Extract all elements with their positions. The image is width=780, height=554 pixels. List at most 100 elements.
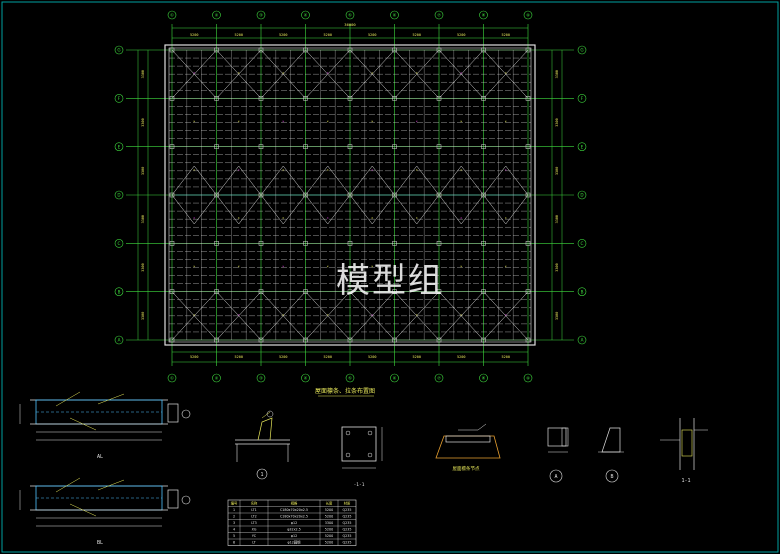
axis-top-label: ⑥	[393, 13, 397, 18]
table-cell: Q235	[343, 508, 352, 512]
purlin-tag: ×	[460, 120, 462, 124]
axis-right-circle	[577, 94, 587, 103]
left-dim: 3300	[141, 263, 145, 271]
table-cell: C180x70x20x2.5	[280, 515, 308, 519]
purlin-tag: ×	[460, 265, 462, 269]
axis-top-label: ①	[170, 13, 174, 18]
purlin-tag: ×	[327, 216, 329, 220]
brace-line	[394, 49, 440, 99]
detail-a-label: A	[554, 474, 557, 480]
axis-top-label: ④	[304, 13, 308, 18]
brace-line	[216, 291, 262, 341]
top-bay-dim: 5200	[324, 33, 332, 37]
brace-line	[438, 49, 484, 99]
column-node	[392, 241, 397, 246]
column-node	[525, 96, 531, 101]
column-node	[303, 337, 308, 343]
roof-outline	[164, 44, 536, 346]
column-node	[169, 144, 175, 149]
bottom-bay-dim: 5200	[368, 355, 376, 359]
axis-left-label: A	[118, 338, 121, 343]
column-node	[525, 47, 531, 53]
brace-line	[171, 291, 217, 341]
axis-top-label: ⑧	[482, 13, 486, 18]
right-dim: 3300	[555, 312, 559, 320]
column-node	[525, 144, 531, 149]
purlin-tag: ×	[416, 265, 418, 269]
column-node	[169, 96, 175, 101]
purlin-tag: ×	[193, 265, 195, 269]
detail-node-1-label: 1	[260, 472, 263, 478]
table-header-cell: 材质	[344, 501, 351, 506]
purlin-tag: ×	[505, 168, 507, 172]
detail-plate	[341, 426, 383, 469]
column-node	[347, 192, 353, 198]
column-node	[258, 192, 264, 198]
brace-line	[305, 49, 351, 99]
brace-line	[216, 49, 262, 99]
detail-plate-label: -1-1	[354, 482, 365, 488]
purlin-tag: ×	[505, 120, 507, 124]
purlin-tag: ×	[416, 313, 418, 317]
bottom-bay-dim: 5200	[190, 355, 198, 359]
column-node	[258, 47, 264, 53]
table-border	[227, 499, 357, 546]
column-node	[258, 337, 264, 343]
column-node	[258, 241, 264, 246]
top-total-dim: 36000	[344, 22, 356, 27]
column-node	[347, 144, 353, 149]
column-node	[214, 144, 219, 149]
left-dim: 3300	[141, 118, 145, 126]
column-node	[392, 144, 397, 149]
detail-b-label: B	[610, 474, 613, 480]
right-dim: 3300	[555, 118, 559, 126]
column-node	[214, 241, 219, 246]
brace-line	[305, 291, 351, 341]
purlin-tag: ×	[371, 120, 373, 124]
column-node	[525, 192, 531, 198]
bottom-bay-dim: 5200	[235, 355, 243, 359]
brace-line	[483, 291, 529, 341]
bottom-bay-dim: 5200	[457, 355, 465, 359]
table-cell: Q235	[343, 515, 352, 519]
column-node	[481, 289, 486, 294]
table-cell: 5200	[325, 534, 333, 538]
axis-top-circle	[479, 10, 488, 20]
brace-line	[438, 291, 484, 341]
right-dim: 3300	[555, 263, 559, 271]
detail-a	[547, 427, 569, 483]
axis-bottom-circle	[301, 373, 310, 383]
column-node	[481, 144, 486, 149]
axis-left-label: F	[118, 96, 121, 101]
column-node	[169, 337, 175, 343]
brace-line	[171, 49, 217, 99]
axis-right-label: G	[580, 48, 583, 53]
column-node	[347, 47, 353, 53]
purlin-tag: ×	[505, 265, 507, 269]
axis-bottom-label: ⑤	[348, 376, 352, 381]
left-dim: 3300	[141, 312, 145, 320]
table-cell: LT	[252, 541, 256, 545]
detail-section-label: 1-1	[681, 478, 690, 484]
column-node	[392, 289, 397, 294]
purlin-tag: ×	[505, 216, 507, 220]
table-cell: LT2	[251, 515, 257, 519]
purlin-tag: ×	[238, 120, 240, 124]
table-header-cell: 规格	[291, 501, 298, 506]
watermark: 模型组	[336, 261, 444, 301]
brace-line	[483, 49, 529, 99]
column-node	[303, 144, 308, 149]
axis-bottom-circle	[479, 373, 488, 383]
bottom-bay-dim: 5200	[324, 355, 332, 359]
purlin-tag: ×	[327, 71, 329, 75]
column-node	[303, 241, 308, 246]
column-node	[303, 289, 308, 294]
axis-left-circle	[114, 94, 124, 103]
column-node	[392, 192, 397, 198]
axis-top-circle	[256, 10, 266, 20]
right-dim: 3300	[555, 70, 559, 78]
column-node	[214, 96, 219, 101]
